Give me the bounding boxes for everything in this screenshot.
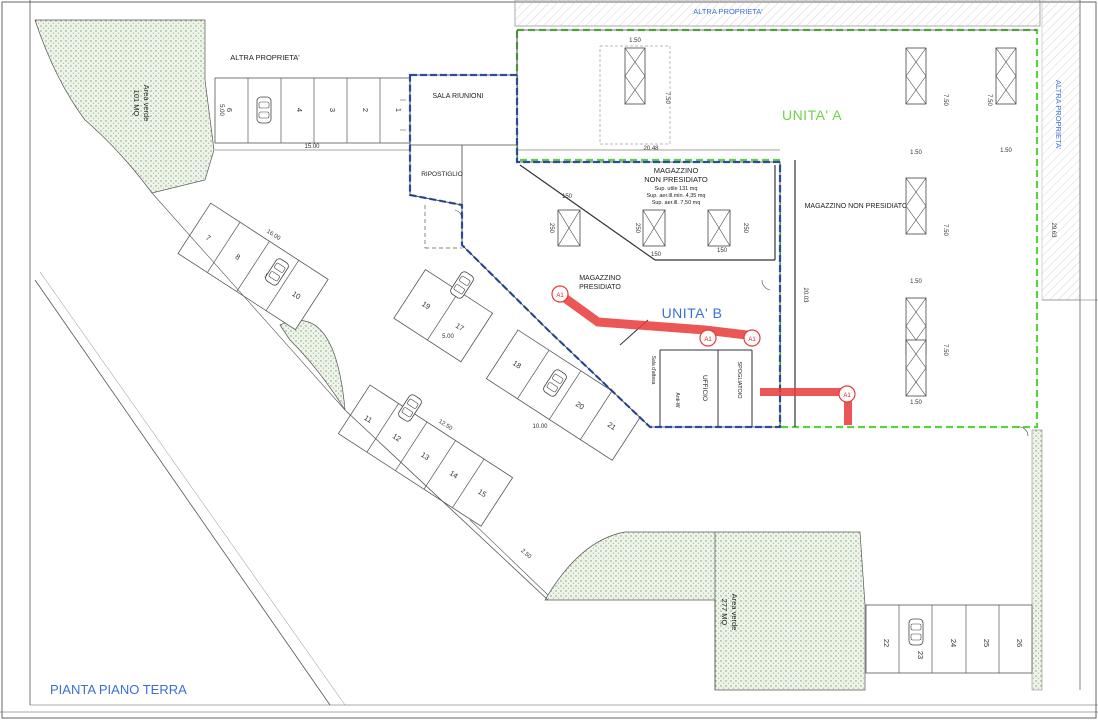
parking-21: 21 xyxy=(606,420,618,432)
parking-row-bottom: 22 23 24 25 26 xyxy=(865,604,1033,674)
area-verde-1-mq: 101 MQ xyxy=(132,90,141,117)
parking-2: 2 xyxy=(361,108,370,112)
dim-150-c: 150 xyxy=(717,248,728,254)
dim-1-50-e: 1.50 xyxy=(910,400,922,406)
magazzino-p-label-1: MAGAZZINO xyxy=(579,275,621,282)
dim-1-50-a: 1.50 xyxy=(629,38,641,44)
magazzino-p-label-2: PRESIDIATO xyxy=(579,284,621,291)
parking-12: 12 xyxy=(391,431,403,443)
magazzino-np-a-label: MAGAZZINO NON PRESIDIATO xyxy=(805,203,908,210)
neighbour-strip-top xyxy=(514,0,1041,27)
exit-path: A1 A1 A1 A1 xyxy=(551,285,856,425)
dim-5-00-top: 5.00 xyxy=(218,104,224,116)
parking-17: 17 xyxy=(454,321,466,333)
sup-utile: Sup. utile 131 mq xyxy=(655,186,698,192)
parking-19a: 19 xyxy=(420,299,432,311)
parking-18: 18 xyxy=(511,358,523,370)
dim-29-63: 29.63 xyxy=(1050,222,1056,238)
ripostiglio-label: RIPOSTIGLIO xyxy=(421,171,463,178)
parking-22: 22 xyxy=(882,639,891,647)
dim-20-03: 20.03 xyxy=(802,287,808,303)
pianta-title: PIANTA PIANO TERRA xyxy=(50,682,187,697)
green-area-2 xyxy=(544,531,866,691)
dim-1-50-c: 1.50 xyxy=(1000,148,1012,154)
exit-a1-3: A1 xyxy=(748,337,756,343)
dim-7-50-e: 7.50 xyxy=(942,344,948,356)
parking-3: 3 xyxy=(328,108,337,112)
dim-1-50-b: 1.50 xyxy=(910,150,922,156)
dim-7-50-d: 7.50 xyxy=(942,224,948,236)
parking-20: 20 xyxy=(574,399,586,411)
green-area-1 xyxy=(34,19,215,194)
parking-1: 1 xyxy=(394,108,403,112)
parking-6: 6 xyxy=(225,108,234,112)
parking-11: 11 xyxy=(362,413,373,425)
altra-proprieta-right-label: ALTRA PROPRIETA' xyxy=(1054,80,1063,150)
exit-a1-1: A1 xyxy=(556,293,564,299)
unit-a-racks: 1.50 7.50 20.48 7.50 7.50 1.50 1.50 7.50… xyxy=(599,38,1017,406)
exit-a1-4: A1 xyxy=(843,393,851,399)
area-verde-2-mq: 277 MQ xyxy=(720,599,729,626)
parking-7: 7 xyxy=(204,233,212,243)
unita-b-label: UNITA' B xyxy=(662,305,723,321)
sup-aer-min: Sup. aer.ill.min. 4,35 mq xyxy=(646,193,705,199)
unit-b xyxy=(408,73,782,429)
parking-8: 8 xyxy=(233,252,241,262)
parking-26: 26 xyxy=(1015,639,1024,647)
antiw-label: Anti-W xyxy=(674,393,680,408)
dim-5-00-mid: 5.00 xyxy=(442,334,454,340)
dim-20-48: 20.48 xyxy=(643,146,659,152)
sala-attesa-label: Sala d'attesa xyxy=(650,356,656,385)
parking-4: 4 xyxy=(295,108,304,112)
dim-250-c: 250 xyxy=(742,223,748,234)
unita-a-label: UNITA' A xyxy=(782,107,842,123)
doors xyxy=(400,99,1029,437)
parking-13: 13 xyxy=(419,450,431,462)
unit-b-pallets: 150 250 250 150 250 150 xyxy=(548,194,748,258)
parking-15: 15 xyxy=(476,487,488,499)
sala-riunioni-label: SALA RIUNIONI xyxy=(433,93,484,100)
dim-1-50-d: 1.50 xyxy=(910,279,922,285)
parking-24: 24 xyxy=(949,639,958,647)
sup-aer-ill: Sup. aer.ill. 7,50 mq xyxy=(652,200,701,206)
area-verde-2-label: Area verde xyxy=(730,594,739,631)
dim-15-00: 15.00 xyxy=(304,144,320,150)
area-verde-1-label: Area verde xyxy=(142,85,151,122)
parking-row-diag-2: 19 17 xyxy=(393,269,494,363)
dim-10-00: 10.00 xyxy=(532,424,548,430)
neighbour-strip-right xyxy=(1041,0,1081,301)
dim-150-a: 150 xyxy=(562,194,573,200)
dim-7-50-c: 7.50 xyxy=(986,94,992,106)
parking-14: 14 xyxy=(448,469,460,481)
dim-7-50-a: 7.50 xyxy=(664,92,670,104)
parking-10: 10 xyxy=(290,289,302,301)
green-area-lens xyxy=(279,320,346,411)
parking-row-top: 6 4 3 2 1 5.00 15.00 xyxy=(214,77,411,151)
parking-row-diag-4: 11 12 13 14 15 12.50 xyxy=(337,384,514,527)
dim-250-a: 250 xyxy=(548,223,554,234)
dim-150-b: 150 xyxy=(651,252,662,258)
parking-23: 23 xyxy=(916,651,925,659)
magazzino-np-label-2: NON PRESIDIATO xyxy=(644,175,708,184)
dim-2-50: 2.50 xyxy=(519,548,532,561)
magazzino-np-label-1: MAGAZZINO xyxy=(654,166,699,175)
exit-a1-2: A1 xyxy=(704,337,712,343)
altra-proprieta-top-label: ALTRA PROPRIETA' xyxy=(693,7,763,16)
green-strip-right xyxy=(1031,429,1043,691)
parking-25: 25 xyxy=(982,639,991,647)
dim-7-50-b: 7.50 xyxy=(942,94,948,106)
ufficio-label: UFFICIO xyxy=(701,375,708,401)
spogliatoio-label: SPOGLIATOIO xyxy=(736,361,742,399)
altra-proprieta-left-label: ALTRA PROPRIETA' xyxy=(230,53,300,62)
dim-250-b: 250 xyxy=(634,223,640,234)
